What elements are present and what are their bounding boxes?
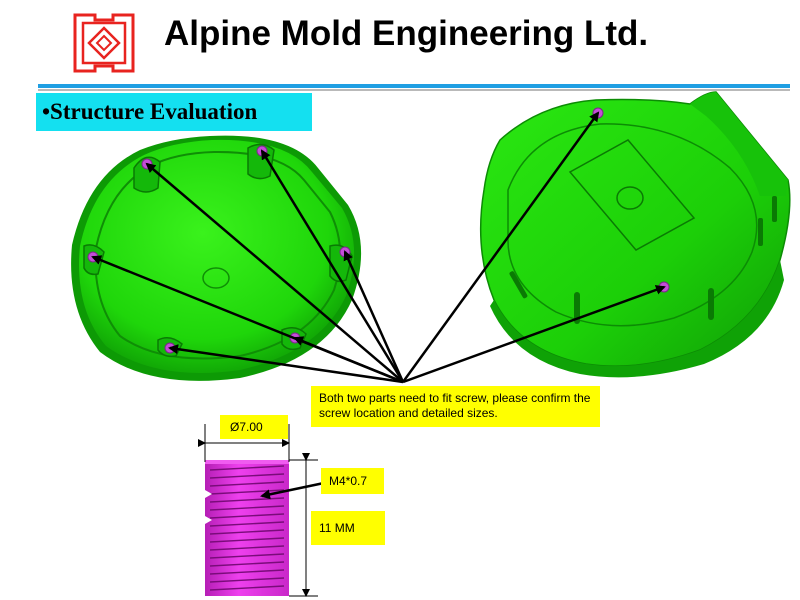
length-label: 11 MM bbox=[311, 511, 385, 545]
dimension-lines bbox=[198, 424, 325, 597]
callout-arrow bbox=[293, 336, 404, 384]
left-housing-part bbox=[71, 135, 362, 381]
callout-arrow bbox=[168, 344, 404, 384]
right-housing-part bbox=[479, 91, 791, 378]
section-title: •Structure Evaluation bbox=[36, 93, 312, 131]
callout-arrows bbox=[91, 111, 666, 384]
screw-drawing bbox=[205, 460, 289, 596]
header-rule-shadow bbox=[38, 89, 790, 91]
callout-arrow bbox=[343, 250, 405, 383]
company-name: Alpine Mold Engineering Ltd. bbox=[164, 14, 649, 53]
company-logo bbox=[73, 13, 135, 73]
thread-label: M4*0.7 bbox=[321, 468, 384, 494]
screw-fit-note: Both two parts need to fit screw, please… bbox=[311, 386, 600, 427]
header-rule bbox=[38, 84, 790, 88]
callout-arrow bbox=[402, 285, 666, 384]
callout-arrow bbox=[260, 149, 405, 383]
callout-arrow bbox=[401, 111, 600, 383]
callout-arrow bbox=[145, 162, 404, 383]
diameter-label: Ø7.00 bbox=[220, 415, 288, 439]
